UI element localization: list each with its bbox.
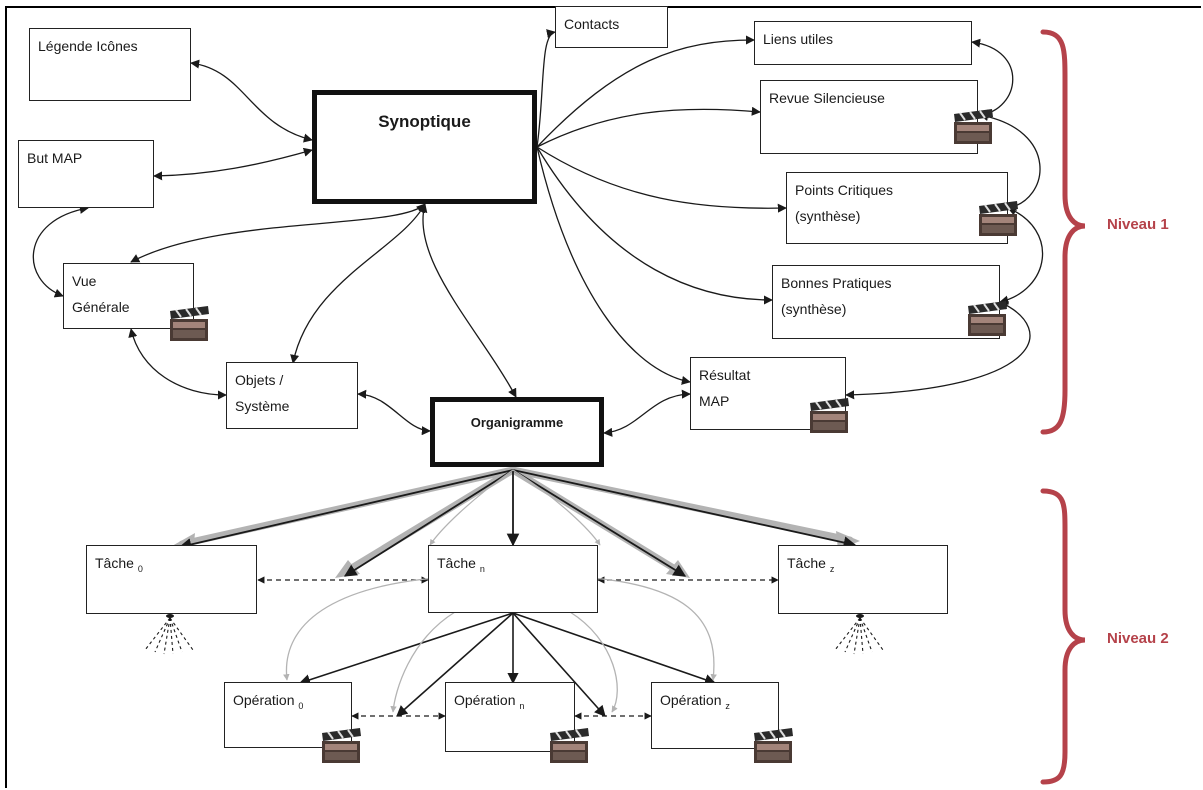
node-label: Tâche bbox=[787, 555, 826, 571]
clapperboard-icon[interactable] bbox=[752, 727, 796, 765]
link-liens-revue bbox=[971, 38, 1014, 119]
node-but-map[interactable]: But MAP bbox=[18, 140, 154, 208]
arrow-tachen-op0 bbox=[298, 612, 514, 686]
arrow-tachen-op0-b bbox=[396, 612, 514, 717]
link-synoptique-legende bbox=[190, 59, 313, 143]
arrow-org-tachen-c bbox=[512, 469, 687, 577]
clapperboard-icon[interactable] bbox=[952, 108, 996, 146]
clapperboard-icon[interactable] bbox=[808, 397, 852, 435]
clapperboard-icon[interactable] bbox=[320, 727, 364, 765]
link-but-vue bbox=[32, 204, 89, 298]
node-contacts[interactable]: Contacts bbox=[555, 6, 668, 48]
link-revue-points bbox=[979, 112, 1041, 211]
node-points-critiques[interactable]: Points Critiques (synthèse) bbox=[786, 172, 1008, 244]
node-label: Points Critiques (synthèse) bbox=[795, 182, 894, 224]
link-synoptique-liens bbox=[536, 35, 755, 148]
signal-rays-icon bbox=[144, 617, 194, 655]
link-synoptique-bonnes bbox=[536, 146, 773, 305]
link-objets-organigramme bbox=[357, 389, 431, 436]
node-label: Objets / Système bbox=[235, 372, 290, 414]
clapperboard-icon[interactable] bbox=[168, 305, 212, 343]
node-label: Organigramme bbox=[470, 415, 564, 430]
arrow-tachen-opz-b bbox=[512, 612, 606, 717]
arrow-tachen-opz bbox=[512, 612, 717, 685]
node-label: Synoptique bbox=[378, 112, 471, 131]
node-tache-0[interactable]: Tâche 0 bbox=[86, 545, 257, 614]
node-liens-utiles[interactable]: Liens utiles bbox=[754, 21, 972, 65]
node-legende-icones[interactable]: Légende Icônes bbox=[29, 28, 191, 101]
gray-arc-tachen-op-right bbox=[569, 611, 618, 713]
node-subscript: n bbox=[519, 700, 525, 711]
node-subscript: z bbox=[829, 563, 835, 574]
node-label: Résultat MAP bbox=[699, 367, 751, 409]
signal-rays-icon bbox=[834, 617, 884, 655]
node-organigramme[interactable]: Organigramme bbox=[430, 397, 604, 467]
node-label: But MAP bbox=[27, 150, 83, 166]
node-label: Liens utiles bbox=[763, 31, 834, 47]
arrow-org-tachez bbox=[512, 469, 857, 549]
clapperboard-icon[interactable] bbox=[548, 727, 592, 765]
node-subscript: 0 bbox=[298, 700, 304, 711]
node-label: Tâche bbox=[95, 555, 134, 571]
gray-arc-tache-op0 bbox=[283, 575, 471, 681]
gray-arc-org-1 bbox=[429, 469, 514, 546]
link-vue-objets bbox=[128, 328, 227, 400]
link-synoptique-contacts bbox=[536, 29, 556, 148]
link-points-bonnes bbox=[999, 207, 1044, 305]
node-label: Opération bbox=[660, 692, 722, 708]
link-synoptique-organigramme bbox=[418, 203, 517, 398]
node-label: Tâche bbox=[437, 555, 476, 571]
node-subscript: n bbox=[479, 563, 485, 574]
node-objets-systeme[interactable]: Objets / Système bbox=[226, 362, 358, 429]
clapperboard-icon[interactable] bbox=[977, 200, 1021, 238]
node-revue-silencieuse[interactable]: Revue Silencieuse bbox=[760, 80, 978, 154]
arrow-org-tache0 bbox=[178, 469, 514, 551]
node-label: Légende Icônes bbox=[38, 38, 138, 54]
node-label: Opération bbox=[233, 692, 295, 708]
level-label-niveau-1: Niveau 1 bbox=[1107, 216, 1169, 233]
clapperboard-icon[interactable] bbox=[966, 300, 1010, 338]
bracket-niveau-1 bbox=[1040, 29, 1086, 435]
level-label-niveau-2: Niveau 2 bbox=[1107, 630, 1169, 647]
link-organigramme-resultat bbox=[603, 389, 691, 437]
node-label: Opération bbox=[454, 692, 516, 708]
node-subscript: 0 bbox=[137, 563, 143, 574]
link-synoptique-revue bbox=[536, 106, 761, 148]
link-synoptique-objets bbox=[290, 203, 426, 364]
node-tache-z[interactable]: Tâche z bbox=[778, 545, 948, 614]
link-synoptique-vue bbox=[130, 203, 426, 263]
node-bonnes-pratiques[interactable]: Bonnes Pratiques (synthèse) bbox=[772, 265, 1000, 339]
node-label: Bonnes Pratiques (synthèse) bbox=[781, 275, 892, 317]
node-synoptique[interactable]: Synoptique bbox=[312, 90, 537, 204]
link-bonnes-resultat bbox=[845, 301, 1031, 400]
node-tache-n[interactable]: Tâche n bbox=[428, 545, 598, 613]
gray-arc-tache-opz bbox=[559, 575, 717, 681]
node-label: Vue Générale bbox=[72, 273, 130, 315]
gray-arc-tachen-op-left bbox=[390, 611, 456, 713]
arrow-org-tachen-a bbox=[343, 469, 514, 577]
link-synoptique-resultat bbox=[536, 146, 691, 385]
gray-arc-org-2 bbox=[512, 469, 601, 546]
node-subscript: z bbox=[725, 700, 730, 711]
node-label: Contacts bbox=[564, 16, 620, 32]
link-synoptique-points bbox=[536, 146, 787, 213]
bracket-niveau-2 bbox=[1040, 488, 1086, 785]
node-label: Revue Silencieuse bbox=[769, 90, 885, 106]
link-synoptique-but bbox=[153, 147, 313, 181]
